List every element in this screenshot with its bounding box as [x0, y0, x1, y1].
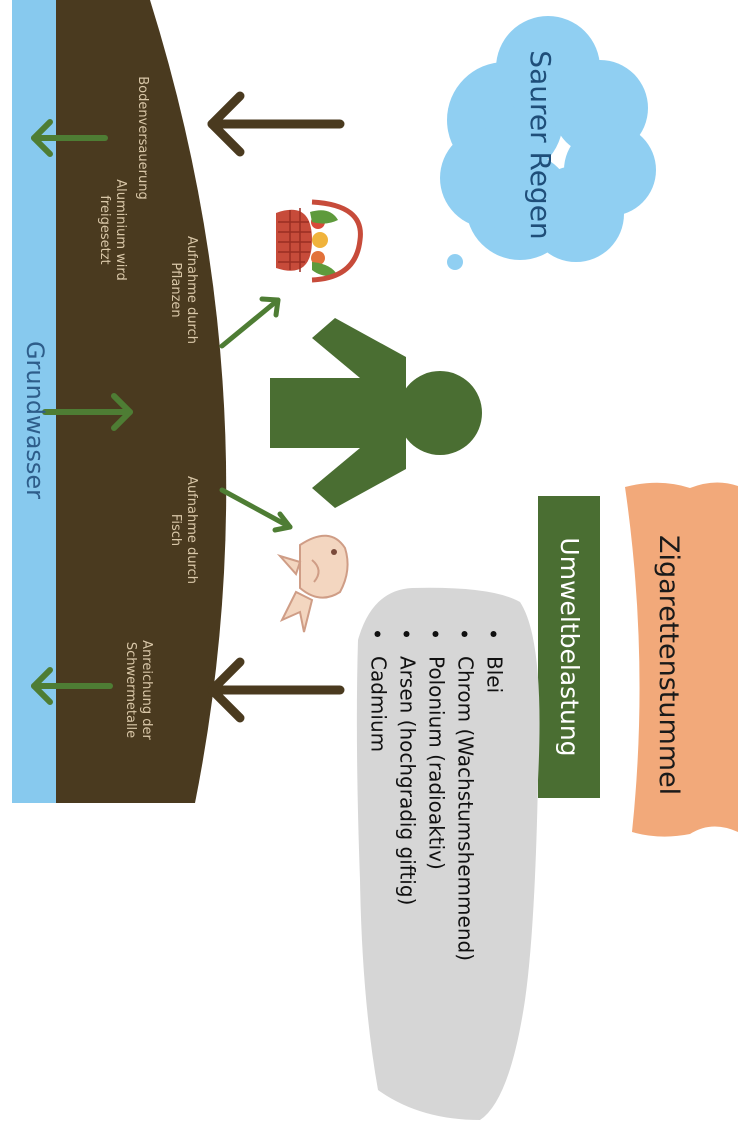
basket-icon: [276, 199, 363, 283]
plants-uptake-label-line2: Pflanzen: [168, 262, 183, 318]
list-item: Arsen (hochgradig giftig): [393, 650, 422, 1050]
fish-icon: [276, 534, 349, 633]
orange-banner: [625, 482, 738, 837]
plants-uptake-label: Aufnahme durch Pflanzen: [165, 230, 199, 350]
aluminium-label-line2: freigesetzt: [97, 195, 112, 265]
list-item: Blei: [480, 650, 509, 1050]
arrow-soil-to-plants: [219, 296, 281, 349]
metals-accumulation-label: Anreichung der Schwermetalle: [120, 630, 154, 750]
person-icon: [270, 318, 482, 508]
fish-uptake-label-line2: Fisch: [168, 513, 183, 547]
heavy-metals-bubble: [356, 587, 540, 1120]
arrow-acid-rain-to-soil: [207, 91, 345, 157]
arrow-soil-to-groundwater-bottom: [31, 667, 113, 705]
fish-uptake-label: Aufnahme durch Fisch: [165, 470, 199, 590]
list-item: Chrom (Wachstumshemmend): [451, 650, 480, 1050]
soil-acidification-label: Bodenversauerung: [135, 76, 150, 200]
list-item: Polonium (radioaktiv): [422, 650, 451, 1050]
green-banner-label: Umweltbelastung: [555, 537, 584, 757]
list-item: Cadmium: [364, 650, 393, 1050]
green-banner: [538, 496, 600, 798]
acid-rain-cloud: [440, 16, 656, 270]
aluminium-label-line1: Aluminium wird: [113, 179, 128, 281]
acid-rain-label: Saurer Regen: [524, 50, 557, 240]
arrow-soil-to-fish: [219, 487, 293, 533]
fish-uptake-label-line1: Aufnahme durch: [184, 476, 199, 584]
orange-banner-label: Zigarettenstummel: [653, 535, 684, 796]
aluminium-label: Aluminium wird freigesetzt: [94, 170, 128, 290]
plants-uptake-label-line1: Aufnahme durch: [184, 236, 199, 344]
heavy-metals-list: Blei Chrom (Wachstumshemmend) Polonium (…: [346, 641, 526, 1041]
groundwater-label: Grundwasser: [21, 340, 49, 500]
arrow-metals-to-soil: [207, 657, 345, 723]
soil-body: [56, 0, 227, 803]
metals-accumulation-label-line1: Anreichung der: [139, 640, 154, 740]
metals-accumulation-label-line2: Schwermetalle: [123, 641, 138, 739]
arrow-soil-to-groundwater-top: [31, 119, 108, 157]
arrow-groundwater-to-soil-mid: [42, 393, 133, 431]
